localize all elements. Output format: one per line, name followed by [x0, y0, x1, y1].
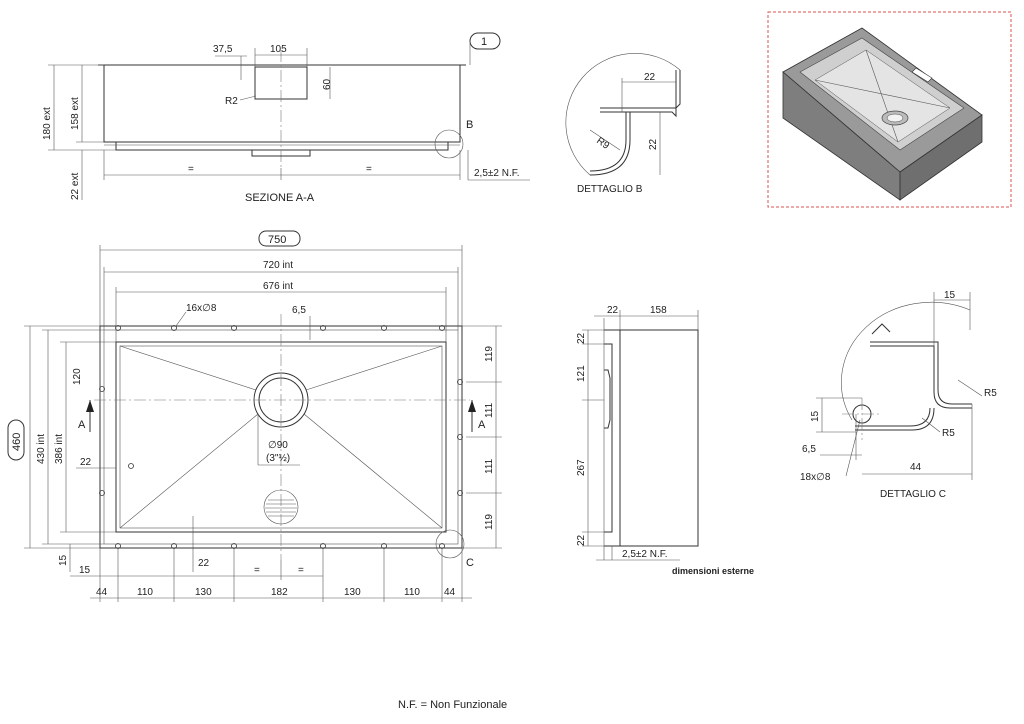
tolerance-section: 2,5±2 N.F.	[474, 168, 520, 179]
side-dim-158: 158	[650, 305, 667, 316]
dim-676-int: 676 int	[263, 281, 293, 292]
overflow-grille	[263, 489, 299, 525]
right-dim-2: 111	[484, 402, 495, 418]
view-badge: 1	[481, 36, 487, 48]
bottom-dim-eq-2: =	[298, 565, 304, 576]
dim-430-int: 430 int	[36, 434, 47, 464]
dim-22-left: 22	[80, 457, 92, 468]
bottom-dim-110-right: 110	[404, 587, 420, 598]
dim-60: 60	[322, 78, 333, 90]
right-dim-1: 119	[484, 346, 495, 362]
detail-b-dim-22-right: 22	[648, 138, 659, 150]
dim-equal-right: =	[366, 164, 372, 175]
side-vdim-22-bottom: 22	[576, 534, 587, 546]
detail-c-view: 15 R5 R5 15 6,5 18x∅8 44 DETTAGLIO C	[800, 290, 997, 500]
detail-c-dim-44: 44	[910, 462, 922, 473]
detail-b-marker: B	[466, 119, 473, 131]
dim-105: 105	[270, 44, 287, 55]
detail-c-holes: 18x∅8	[800, 472, 831, 483]
bottom-dim-130-right: 130	[344, 587, 361, 598]
dim-750: 750	[268, 234, 286, 246]
section-aa-view: B 105 37,5 60 R2 180 ext 158 ext 22 ext …	[42, 32, 530, 204]
right-dim-3: 111	[484, 458, 495, 474]
detail-b-r9: R9	[594, 135, 611, 152]
dim-158-ext: 158 ext	[70, 97, 81, 130]
side-view: 22 158 22 121 267 22 2,5±2 N.F. dimensio…	[576, 305, 754, 576]
dim-386-int: 386 int	[54, 434, 65, 464]
footer-note: N.F. = Non Funzionale	[398, 699, 507, 711]
detail-c-r5-bottom: R5	[942, 428, 955, 439]
bottom-dim-eq-1: =	[254, 565, 260, 576]
detail-c-r5-top: R5	[984, 388, 997, 399]
dim-720-int: 720 int	[263, 260, 293, 271]
holes-16x8: 16x∅8	[186, 303, 217, 314]
bottom-dim-44-left: 44	[96, 587, 108, 598]
section-aa-title: SEZIONE A-A	[245, 192, 315, 204]
dim-37-5: 37,5	[213, 44, 233, 55]
section-mark-right: A	[478, 419, 486, 431]
side-vdim-22-top: 22	[576, 332, 587, 344]
dim-equal-left: =	[188, 164, 194, 175]
bottom-dim-44-right: 44	[444, 587, 456, 598]
side-vdim-121: 121	[576, 365, 587, 382]
side-dim-22-top: 22	[607, 305, 619, 316]
side-vdim-267: 267	[576, 459, 587, 476]
detail-c-dim-15-left: 15	[810, 410, 821, 422]
drain-inch: (3"½)	[266, 453, 290, 464]
bottom-dim-110-left: 110	[137, 587, 153, 598]
dim-120: 120	[72, 368, 83, 385]
plan-view: C A A 750 720 int 676 int 16x∅8 6,5 460	[7, 230, 502, 602]
detail-c-title: DETTAGLIO C	[880, 489, 946, 500]
detail-c-marker: C	[466, 557, 474, 569]
dim-180-ext: 180 ext	[42, 107, 53, 140]
bottom-dim-15: 15	[79, 565, 91, 576]
detail-b-dim-22-top: 22	[644, 72, 656, 83]
sink-3d-view	[767, 11, 1012, 208]
right-dim-4: 119	[484, 514, 495, 530]
bottom-dim-130-left: 130	[195, 587, 212, 598]
detail-b-view: 22 22 R9 DETTAGLIO B	[565, 53, 681, 195]
dim-15-left: 15	[58, 554, 69, 566]
drain-diameter: ∅90	[268, 440, 288, 451]
external-dimensions-note: dimensioni esterne	[672, 566, 754, 576]
dim-r2: R2	[225, 96, 238, 107]
bottom-dim-182: 182	[271, 587, 288, 598]
detail-c-dim-6-5: 6,5	[802, 444, 816, 455]
detail-c-dim-15-top: 15	[944, 290, 956, 301]
detail-b-title: DETTAGLIO B	[577, 184, 643, 195]
section-mark-left: A	[78, 419, 86, 431]
dim-6-5: 6,5	[292, 305, 306, 316]
dim-460: 460	[11, 433, 23, 451]
dim-22-ext: 22 ext	[70, 173, 81, 200]
side-tolerance: 2,5±2 N.F.	[622, 549, 668, 560]
dim-22-bottom: 22	[198, 558, 210, 569]
